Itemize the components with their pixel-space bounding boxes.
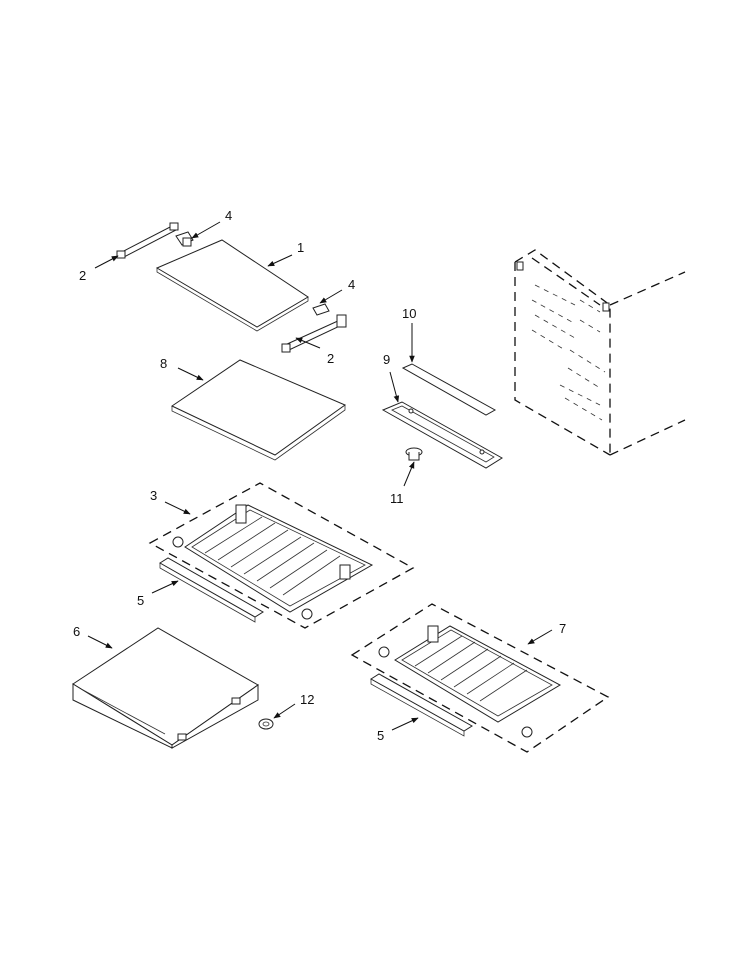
part-4-clip-right	[312, 303, 330, 316]
callout-8: 8	[160, 356, 167, 371]
callout-arrows	[87, 221, 553, 731]
part-5-trim-bar-lower	[370, 673, 473, 737]
part-5-trim-bar-upper	[159, 557, 264, 623]
part-9-bracket	[381, 401, 503, 469]
callout-7: 7	[559, 621, 566, 636]
cabinet-outline	[514, 249, 686, 456]
callout-5-lower: 5	[377, 728, 384, 743]
callout-12: 12	[300, 692, 314, 707]
callout-2-right: 2	[327, 351, 334, 366]
callout-2-left: 2	[79, 268, 86, 283]
callout-5-upper: 5	[137, 593, 144, 608]
part-6-drawer-front	[72, 627, 259, 749]
part-2-shelf-rail-right	[281, 314, 347, 353]
callout-9: 9	[383, 352, 390, 367]
part-10-trim-strip	[401, 363, 497, 416]
part-4-clip-upper	[175, 231, 194, 247]
callout-10: 10	[402, 306, 416, 321]
part-8-shelf-panel	[170, 359, 347, 461]
callout-1: 1	[297, 240, 304, 255]
part-2-shelf-rail-left	[116, 222, 179, 259]
callout-labels: 1 2 2 3 4 4 5 5 6 7 8 9 10 11 12	[73, 208, 566, 743]
part-1-glass-shelf	[155, 239, 309, 332]
callout-6: 6	[73, 624, 80, 639]
callout-3: 3	[150, 488, 157, 503]
callout-4-right: 4	[348, 277, 355, 292]
part-12-knob	[258, 718, 274, 730]
part-3-drawer-assembly-upper	[148, 482, 415, 629]
part-7-drawer-assembly-lower	[350, 603, 610, 753]
callout-11: 11	[390, 491, 404, 506]
part-11-fastener	[405, 447, 423, 461]
callout-4-upper: 4	[225, 208, 232, 223]
